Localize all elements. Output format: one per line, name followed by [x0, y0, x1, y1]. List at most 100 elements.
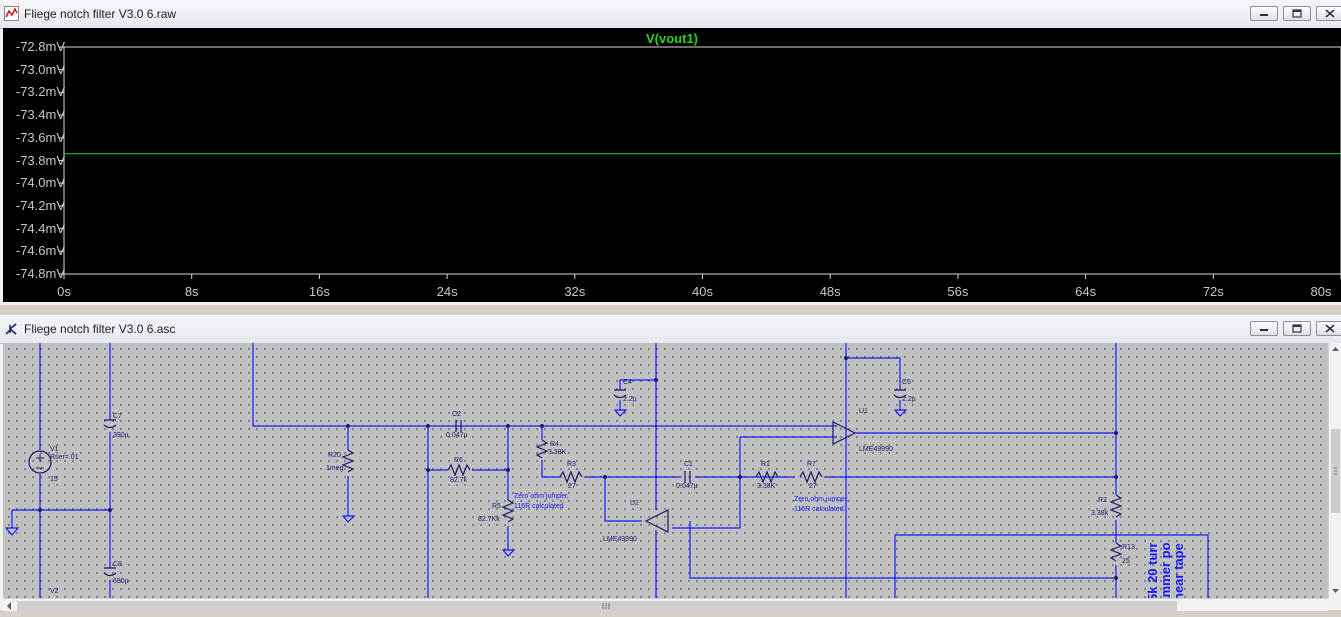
x-tick-label: 24s [436, 284, 458, 299]
scroll-arrows[interactable] [1329, 343, 1341, 598]
label-r7-value: 27 [809, 483, 817, 490]
resistor-r20 [341, 449, 355, 473]
label-r6-value: 82.7k [450, 477, 468, 484]
scroll-grip-icon [1334, 467, 1337, 475]
scroll-left-icon [7, 602, 11, 610]
minimize-icon [1260, 329, 1268, 331]
y-tick-label: -73.0mV [15, 61, 65, 77]
label-r4-value: 3.38K [548, 449, 567, 456]
resistor-r6 [447, 463, 471, 477]
waveform-window: Fliege notch filter V3.0 6.raw V(vout1) … [0, 0, 1341, 305]
hscroll-grip-icon [602, 603, 610, 609]
schematic-titlebar[interactable]: Fliege notch filter V3.0 6.asc [0, 315, 1341, 344]
restore-icon [1292, 324, 1302, 333]
y-tick-label: -74.6mV [15, 243, 65, 259]
label-r13-value: 25 [1122, 558, 1130, 565]
x-tick-label: 32s [564, 284, 586, 299]
minimize-button[interactable] [1250, 6, 1278, 21]
hscroll-thumb [17, 601, 1177, 611]
label-r3-value: 27 [568, 483, 576, 490]
label-v1-rser: Rser=.01 [50, 454, 79, 461]
y-tick-label: -74.8mV [15, 266, 65, 281]
x-tick-label: 72s [1202, 284, 1224, 299]
label-r20-value: 1meg [326, 465, 344, 472]
capacitor-c8 [103, 567, 117, 577]
x-tick-label: 40s [692, 284, 713, 299]
plot-border [63, 46, 1341, 275]
label-c8: C8 [113, 561, 122, 568]
label-c5-value: 2.2µ [902, 396, 916, 403]
voltage-source-v1 [28, 450, 52, 474]
label-c2-value: 0.047µ [446, 432, 468, 439]
x-tick-label: 0s [57, 284, 71, 299]
resistor-r2 [1109, 494, 1123, 518]
hscroll-track[interactable] [3, 600, 1328, 612]
note-jumper-1-line1: Zero ohm jumper, [514, 493, 569, 500]
waveform-icon [4, 6, 19, 21]
label-c7: C7 [113, 413, 122, 420]
label-c1-value: 0.047µ [676, 483, 698, 490]
capacitor-c7 [103, 419, 117, 429]
pot-note: 5k 20 turn immer pot near taper [1146, 543, 1191, 598]
label-r1: R1 [761, 461, 770, 468]
waveform-titlebar[interactable]: Fliege notch filter V3.0 6.raw [0, 0, 1341, 29]
restore-button[interactable] [1283, 6, 1311, 21]
scroll-up-icon [1332, 347, 1339, 351]
label-c5: C5 [902, 379, 911, 386]
resistor-r5 [501, 499, 515, 523]
y-tick-label: -74.2mV [15, 197, 65, 213]
y-tick-label: -73.4mV [15, 107, 65, 123]
waveform-window-title: Fliege notch filter V3.0 6.raw [24, 7, 177, 21]
label-c8-value: 680µ [113, 578, 129, 585]
note-jumper-1-line2: 116R calculated [514, 503, 564, 510]
label-u1-part: LME49990 [859, 446, 893, 453]
label-r20: R20 [328, 452, 341, 459]
label-v1-value: 15 [50, 476, 58, 483]
label-u1: U1 [859, 408, 868, 415]
capacitor-c2 [455, 420, 462, 432]
label-r6: R6 [454, 457, 463, 464]
plot-canvas[interactable] [3, 28, 1341, 302]
trace-label[interactable]: V(vout1) [646, 31, 698, 46]
horizontal-scrollbar[interactable] [3, 598, 1328, 611]
resistor-r3 [559, 470, 583, 484]
pot-note-line3: near taper [1171, 543, 1186, 598]
close-icon [1325, 9, 1335, 18]
components [28, 389, 1123, 577]
close-button[interactable] [1316, 6, 1341, 21]
junctions [38, 356, 1118, 580]
waveform-plot[interactable]: V(vout1) -72.8mV-73.0mV-73.2mV-73.4mV-73… [3, 28, 1341, 302]
resistor-r7 [799, 470, 823, 484]
close-icon [1325, 324, 1335, 333]
schematic-window-title: Fliege notch filter V3.0 6.asc [24, 322, 176, 336]
label-c7-value: 390µ [113, 432, 129, 439]
label-v2: V2 [50, 588, 59, 595]
restore-button[interactable] [1283, 321, 1311, 336]
capacitor-c4 [613, 389, 627, 399]
opamp-u2 [644, 509, 669, 533]
x-tick-label: 8s [184, 284, 199, 299]
label-u2-part: LME49990 [603, 536, 637, 543]
label-r2-value: 3.38k [1091, 510, 1109, 517]
label-c4: C4 [623, 379, 632, 386]
label-v1: V1 [50, 446, 59, 453]
label-r1-value: 3.38K [757, 483, 776, 490]
y-tick-label: -73.6mV [15, 129, 65, 145]
wires [4, 343, 1209, 598]
label-c2: C2 [452, 411, 461, 418]
capacitor-c1 [684, 471, 691, 483]
resistor-r1 [755, 470, 779, 484]
label-u2: U2 [630, 500, 639, 507]
label-r3: R3 [567, 461, 576, 468]
vertical-scrollbar[interactable] [1328, 343, 1341, 598]
schematic-canvas[interactable]: V1 Rser=.01 15 C7 390µ C8 680µ V2 R20 1m… [3, 343, 1328, 598]
minimize-button[interactable] [1250, 321, 1278, 336]
resistor-r4 [535, 439, 549, 459]
close-button[interactable] [1316, 321, 1341, 336]
y-tick-label: -73.2mV [15, 84, 65, 100]
y-tick-label: -74.0mV [15, 175, 65, 191]
y-tick-label: -74.4mV [15, 220, 65, 236]
schematic-drawing[interactable] [3, 343, 1328, 598]
opamp-u1 [832, 421, 857, 445]
label-r4: R4 [550, 441, 559, 448]
